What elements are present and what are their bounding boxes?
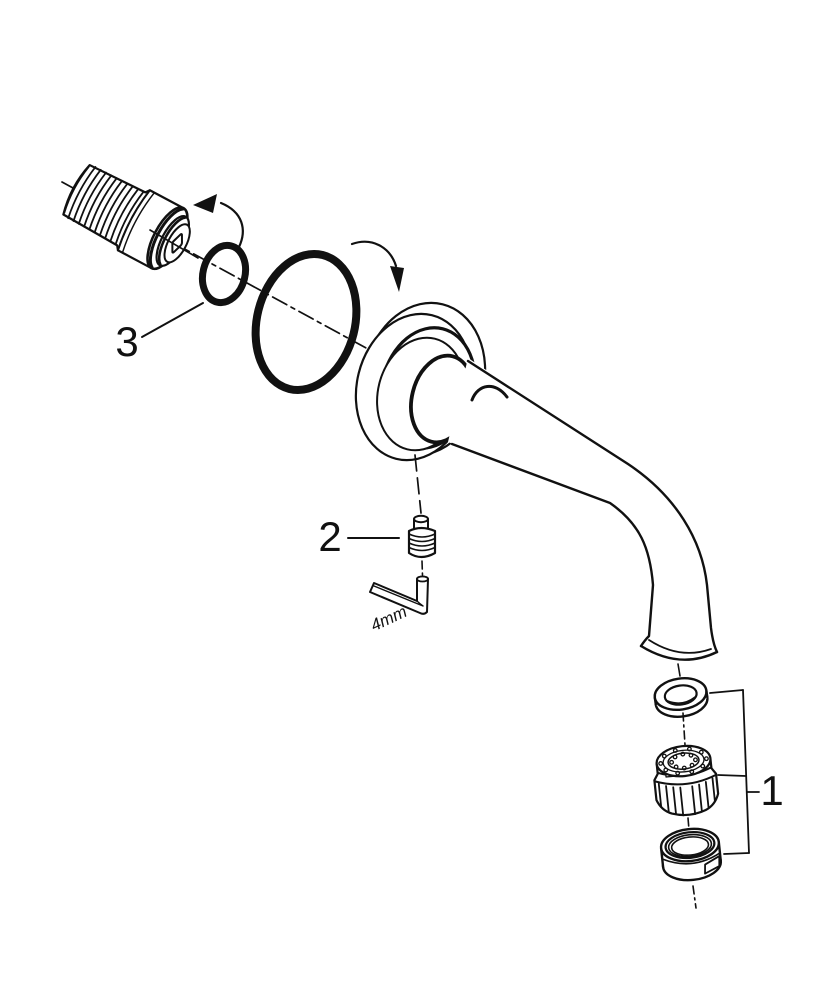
rotation-arrow-flange-arc <box>350 240 398 268</box>
aerator-band-line-2 <box>653 773 718 786</box>
washer-hole-inner-wall <box>666 696 696 704</box>
aerator-center-line-1 <box>677 663 681 677</box>
bracket-spine <box>742 689 750 854</box>
cap-notch <box>704 855 721 875</box>
screw-threaded-body <box>407 526 437 559</box>
connector-face-center-line <box>149 229 199 259</box>
large-o-ring <box>251 250 361 394</box>
cap-thread-ring-3 <box>670 836 710 857</box>
spout-tube-body <box>448 358 717 660</box>
rotation-arrow-connector-head-icon <box>193 194 217 213</box>
spout-outlet-inner-lip <box>648 639 712 654</box>
spout-outlet-rim <box>639 644 719 661</box>
callout-part-3: 3 <box>115 302 204 365</box>
connector-collar-line-2 <box>121 192 155 253</box>
screw-thread-lines <box>408 533 436 552</box>
aerator-ribs <box>657 777 716 817</box>
aerator-washer <box>653 677 709 718</box>
bracket-stub-cap <box>723 852 750 855</box>
small-o-ring <box>198 241 250 307</box>
spout-bottom-edge <box>450 442 655 648</box>
threaded-connector <box>62 163 191 271</box>
bracket-part-1 <box>709 689 760 855</box>
label-part-2: 2 <box>318 513 341 560</box>
aerator-center-line-3 <box>687 817 690 831</box>
bracket-stub-washer <box>709 689 744 694</box>
aerator-center-line-2 <box>682 712 686 746</box>
callout-part-2: 2 <box>318 513 400 560</box>
label-part-1: 1 <box>760 767 783 814</box>
label-part-3: 3 <box>115 318 138 365</box>
cap-wall-ridge-2 <box>661 852 721 865</box>
hex-key-top-face <box>416 575 429 583</box>
screw-tip-top <box>413 514 429 524</box>
aerator-insert <box>653 744 720 817</box>
connector-step-shadow-1 <box>148 207 185 269</box>
rotation-arrow-flange <box>350 240 404 292</box>
spout-top-edge <box>466 359 719 654</box>
hex-key-edge-line <box>373 585 424 607</box>
rotation-arrow-flange-head-icon <box>390 266 404 292</box>
washer-hole <box>663 684 698 706</box>
leader-line-part-3 <box>141 302 204 338</box>
bracket-stub-aerator <box>717 774 747 777</box>
rotation-arrow-connector-arc <box>219 201 244 249</box>
spout-joint-ring <box>470 385 509 402</box>
aerator-top-ring-inner <box>667 752 700 770</box>
screw-center-line <box>414 454 422 514</box>
spout <box>448 358 719 661</box>
aerator-center-line-4 <box>692 885 697 909</box>
connector-square-socket <box>172 233 182 253</box>
aerator-housing-cap <box>659 827 723 882</box>
aerator-top-ring-outer <box>662 749 705 773</box>
connector-threads <box>63 165 145 245</box>
set-screw <box>407 514 437 559</box>
rotation-arrow-connector <box>193 194 244 249</box>
connector-collar-line <box>116 189 151 252</box>
callout-part-1: 1 <box>709 689 784 855</box>
aerator-spray-holes <box>658 746 709 776</box>
connector-step-shadow-2 <box>157 216 187 266</box>
